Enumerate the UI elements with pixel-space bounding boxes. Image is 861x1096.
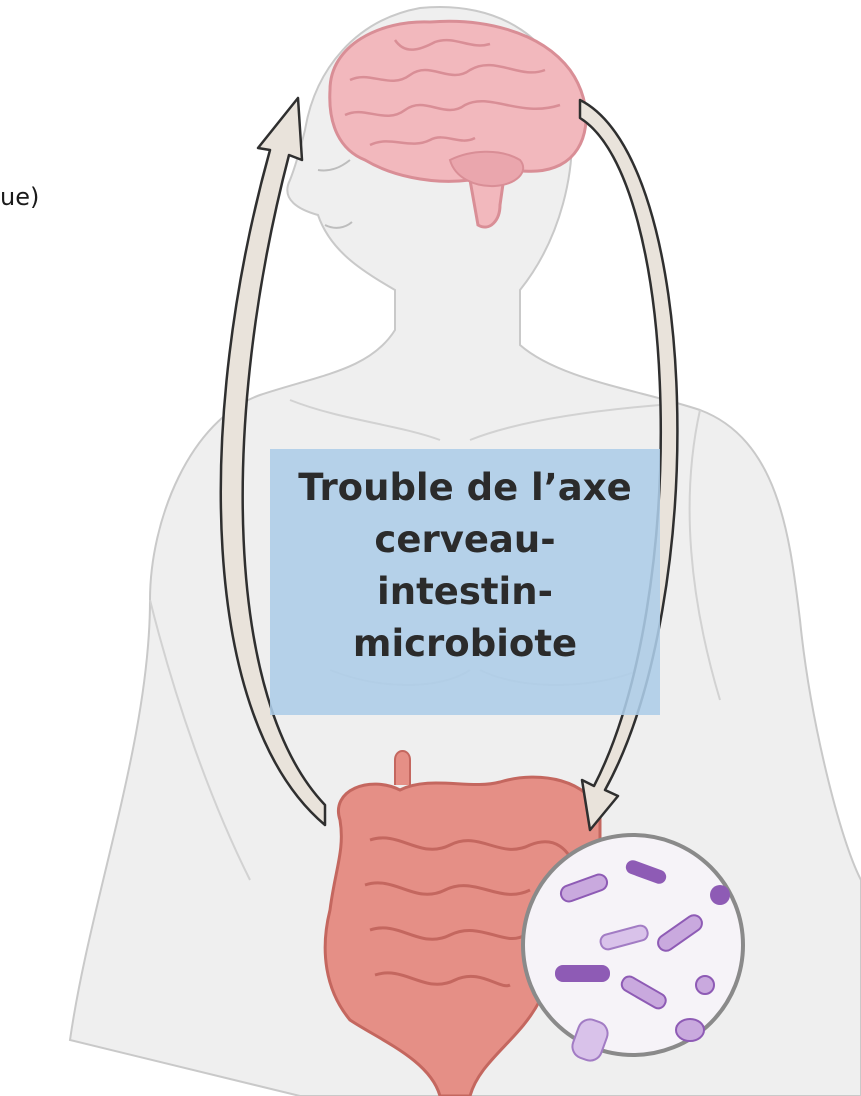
axis-label-line-4: microbiote — [270, 618, 660, 670]
axis-label-line-1: Trouble de l’axe — [270, 462, 660, 514]
truncated-side-label: ue) — [0, 183, 39, 211]
axis-label-line-2: cerveau- — [270, 514, 660, 566]
axis-label-text: Trouble de l’axe cerveau- intestin- micr… — [270, 462, 660, 670]
axis-label-line-3: intestin- — [270, 566, 660, 618]
